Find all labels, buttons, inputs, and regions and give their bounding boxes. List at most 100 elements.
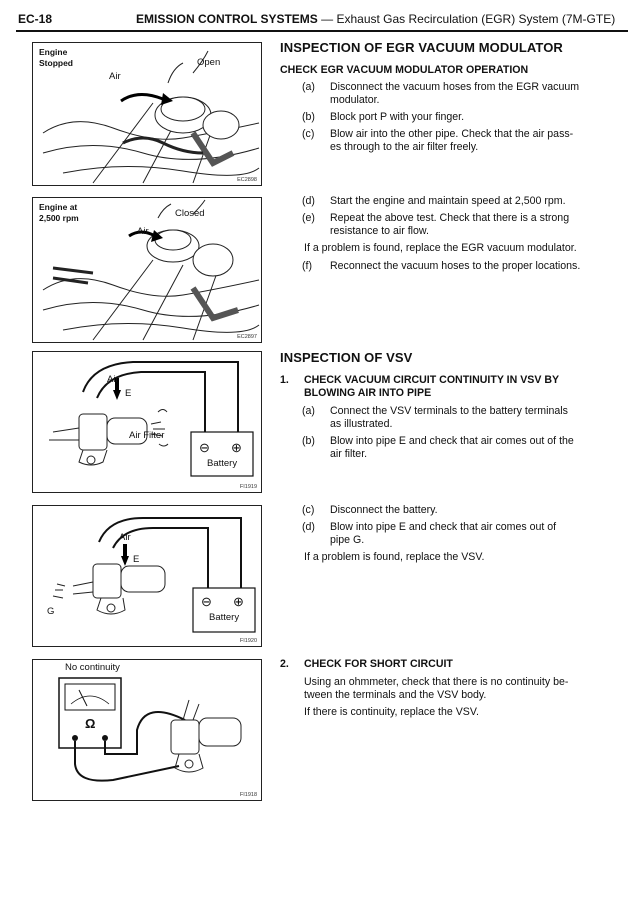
step-marker: (a) xyxy=(302,405,315,417)
label-air: Air xyxy=(107,374,119,385)
step-text: Repeat the above test. Check that there … xyxy=(330,212,602,238)
vsv-note: If a problem is found, replace the VSV. xyxy=(304,551,485,563)
battery-plus-terminal: ⊕ xyxy=(231,440,242,455)
step-line: Connect the VSV terminals to the battery… xyxy=(330,405,568,417)
label-air: Air xyxy=(109,71,121,82)
label-air: Air xyxy=(119,532,131,543)
label-no-continuity: No continuity xyxy=(65,662,120,673)
step-marker: (e) xyxy=(302,212,315,224)
step-line: Blow into pipe E and check that air come… xyxy=(330,435,574,447)
step-line: Repeat the above test. Check that there … xyxy=(330,212,570,224)
label-open: Open xyxy=(197,57,221,68)
label-battery: Battery xyxy=(207,458,238,469)
title-line: CHECK VACUUM CIRCUIT CONTINUITY IN VSV B… xyxy=(304,374,560,386)
step-line: modulator. xyxy=(330,94,380,106)
step-line: Blow into pipe E and check that air come… xyxy=(330,521,557,533)
step-text: Disconnect the battery. xyxy=(330,504,438,516)
step-line: Blow air into the other pipe. Check that… xyxy=(330,128,574,140)
step-egr-e: (e) Repeat the above test. Check that th… xyxy=(302,212,602,238)
step-text: Blow air into the other pipe. Check that… xyxy=(330,128,602,154)
label-pipe-e: E xyxy=(133,554,140,565)
section-title-main: EMISSION CONTROL SYSTEMS xyxy=(136,12,318,26)
figure-code: FI1918 xyxy=(239,792,257,798)
step-vsv-a: (a) Connect the VSV terminals to the bat… xyxy=(302,405,602,431)
step-line: air filter. xyxy=(330,448,368,460)
page-number: EC-18 xyxy=(18,12,53,26)
step-text: Blow into pipe E and check that air come… xyxy=(330,521,602,547)
figure-code: EC2897 xyxy=(237,334,257,340)
step-egr-a: (a) Disconnect the vacuum hoses from the… xyxy=(302,81,602,107)
step-marker: (c) xyxy=(302,128,315,140)
caption-line: Engine at xyxy=(39,202,78,212)
step-text: Connect the VSV terminals to the battery… xyxy=(330,405,602,431)
vsv-pipe-g-drawing xyxy=(52,517,256,633)
egr-modulator-closed-drawing xyxy=(42,199,260,341)
short-circuit-text: Using an ohmmeter, check that there is n… xyxy=(304,676,604,702)
heading-vsv-inspection: INSPECTION OF VSV xyxy=(280,350,413,365)
section-subtitle: — Exhaust Gas Recirculation (EGR) System… xyxy=(317,12,616,26)
step-text: Disconnect the vacuum hoses from the EGR… xyxy=(330,81,602,107)
step-vsv-d: (d) Blow into pipe E and check that air … xyxy=(302,521,602,547)
figure-code: FI1920 xyxy=(239,638,257,644)
step-vsv-b: (b) Blow into pipe E and check that air … xyxy=(302,435,602,461)
step-egr-f: (f) Reconnect the vacuum hoses to the pr… xyxy=(302,260,602,273)
subheading-egr-check: CHECK EGR VACUUM MODULATOR OPERATION xyxy=(280,64,529,76)
figure-code: EC2898 xyxy=(237,177,257,183)
egr-note: If a problem is found, replace the EGR v… xyxy=(304,242,577,254)
text-line: tween the terminals and the VSV body. xyxy=(304,689,487,701)
step-text: Reconnect the vacuum hoses to the proper… xyxy=(330,260,581,272)
step-egr-c: (c) Blow air into the other pipe. Check … xyxy=(302,128,602,154)
ohmmeter-drawing xyxy=(58,677,242,782)
step-line: resistance to air flow. xyxy=(330,225,429,237)
figure-vsv-pipe-g: Air E G ⊖ ⊕ Battery FI1920 xyxy=(32,505,262,647)
step-line: es through to the air filter freely. xyxy=(330,141,479,153)
figure-ohmmeter: No continuity Ω FI1918 xyxy=(32,659,262,801)
step-vsv-c: (c) Disconnect the battery. xyxy=(302,504,602,517)
caption-line: Engine xyxy=(39,47,68,57)
figure-vsv-air-filter: Air E Air Filter ⊖ ⊕ Battery FI1919 xyxy=(32,351,262,493)
step-marker: (b) xyxy=(302,111,315,123)
item-title: CHECK FOR SHORT CIRCUIT xyxy=(304,658,453,670)
step-line: as illustrated. xyxy=(330,418,393,430)
item-number: 2. xyxy=(280,658,289,670)
step-text: Start the engine and maintain speed at 2… xyxy=(330,195,566,207)
battery-minus-terminal: ⊖ xyxy=(201,594,212,609)
step-marker: (b) xyxy=(302,435,315,447)
step-marker: (a) xyxy=(302,81,315,93)
text-line: Using an ohmmeter, check that there is n… xyxy=(304,676,569,688)
label-pipe-g: G xyxy=(47,606,55,617)
ohm-symbol: Ω xyxy=(85,716,96,731)
step-marker: (f) xyxy=(302,260,312,272)
label-air: Air xyxy=(137,226,149,237)
label-pipe-e: E xyxy=(125,388,132,399)
step-line: pipe G. xyxy=(330,534,365,546)
caption-line: 2,500 rpm xyxy=(39,213,79,223)
step-line: Disconnect the vacuum hoses from the EGR… xyxy=(330,81,580,93)
battery-plus-terminal: ⊕ xyxy=(233,594,244,609)
figure-code: FI1919 xyxy=(239,484,257,490)
step-marker: (d) xyxy=(302,195,315,207)
step-text: Blow into pipe E and check that air come… xyxy=(330,435,602,461)
item-number: 1. xyxy=(280,374,289,386)
label-air-filter: Air Filter xyxy=(129,430,165,441)
label-closed: Closed xyxy=(175,208,205,219)
caption-line: Stopped xyxy=(39,58,73,68)
short-circuit-note: If there is continuity, replace the VSV. xyxy=(304,706,479,718)
item-title: CHECK VACUUM CIRCUIT CONTINUITY IN VSV B… xyxy=(304,374,604,400)
battery-minus-terminal: ⊖ xyxy=(199,440,210,455)
egr-modulator-open-drawing xyxy=(42,50,260,184)
title-line: BLOWING AIR INTO PIPE xyxy=(304,387,432,399)
step-egr-b: (b) Block port P with your finger. xyxy=(302,111,602,124)
page-header: EC-18 EMISSION CONTROL SYSTEMS — Exhaust… xyxy=(16,8,628,32)
step-egr-d: (d) Start the engine and maintain speed … xyxy=(302,195,602,208)
step-marker: (d) xyxy=(302,521,315,533)
vsv-battery-drawing xyxy=(49,361,254,477)
step-marker: (c) xyxy=(302,504,315,516)
label-battery: Battery xyxy=(209,612,240,623)
heading-egr-inspection: INSPECTION OF EGR VACUUM MODULATOR xyxy=(280,40,563,55)
step-text: Block port P with your finger. xyxy=(330,111,465,123)
